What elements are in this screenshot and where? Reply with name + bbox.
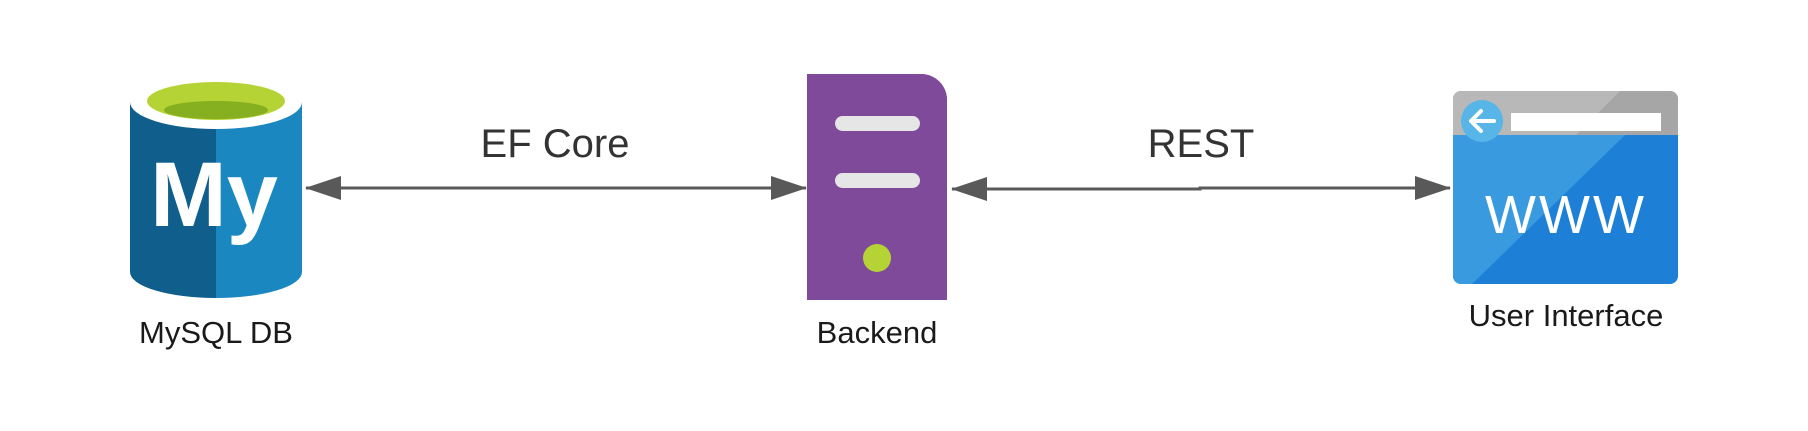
user-interface-node[interactable]: WWW User Interface [1453,91,1678,333]
mysql-db-label: MySQL DB [139,315,293,350]
www-logo-text: WWW [1485,185,1647,245]
mysql-database-icon: My [130,75,302,298]
backend-node[interactable]: Backend [807,74,947,350]
user-interface-label: User Interface [1469,298,1664,333]
ef-core-label: EF Core [481,122,630,166]
mysql-logo-text: My [150,144,278,246]
rest-label: REST [1148,122,1255,166]
backend-label: Backend [817,315,938,350]
mysql-db-node[interactable]: My MySQL DB [130,75,302,350]
back-arrow-icon [1469,109,1496,133]
web-browser-icon: WWW [1453,91,1678,284]
rest-arrow [951,176,1451,201]
edge-ef-core: EF Core [305,122,807,200]
edge-rest: REST [951,122,1451,201]
server-icon [807,74,947,300]
